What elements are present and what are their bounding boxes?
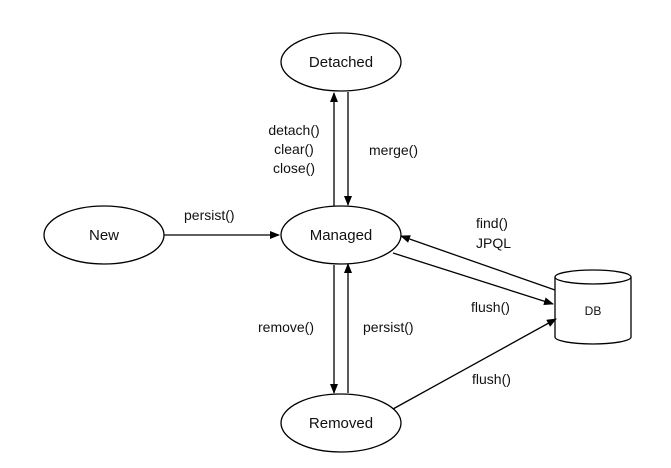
edge-label-detach: detach() clear() close(): [268, 122, 319, 176]
label-persist-removed: persist(): [363, 319, 414, 335]
label-clear: clear(): [274, 141, 314, 157]
node-new: New: [43, 205, 165, 265]
node-managed: Managed: [280, 205, 402, 265]
label-close: close(): [273, 160, 315, 176]
node-db-label: DB: [585, 304, 602, 318]
node-removed: Removed: [280, 393, 402, 453]
node-detached-label: Detached: [309, 54, 373, 71]
edge-flush-managed: [392, 252, 554, 306]
label-merge: merge(): [369, 142, 418, 158]
label-persist-new: persist(): [184, 207, 235, 223]
node-new-label: New: [89, 227, 119, 244]
label-find: find(): [476, 215, 508, 231]
node-db: DB: [554, 269, 632, 345]
label-flush-removed: flush(): [472, 371, 511, 387]
label-flush-managed: flush(): [471, 299, 510, 315]
edge-flush-removed: [392, 318, 557, 410]
edge-find: [400, 235, 556, 291]
node-managed-label: Managed: [310, 227, 373, 244]
label-remove: remove(): [258, 319, 314, 335]
label-jpql: JPQL: [476, 235, 511, 251]
node-detached: Detached: [280, 32, 402, 92]
node-removed-label: Removed: [309, 415, 373, 432]
label-detach: detach(): [268, 122, 319, 138]
